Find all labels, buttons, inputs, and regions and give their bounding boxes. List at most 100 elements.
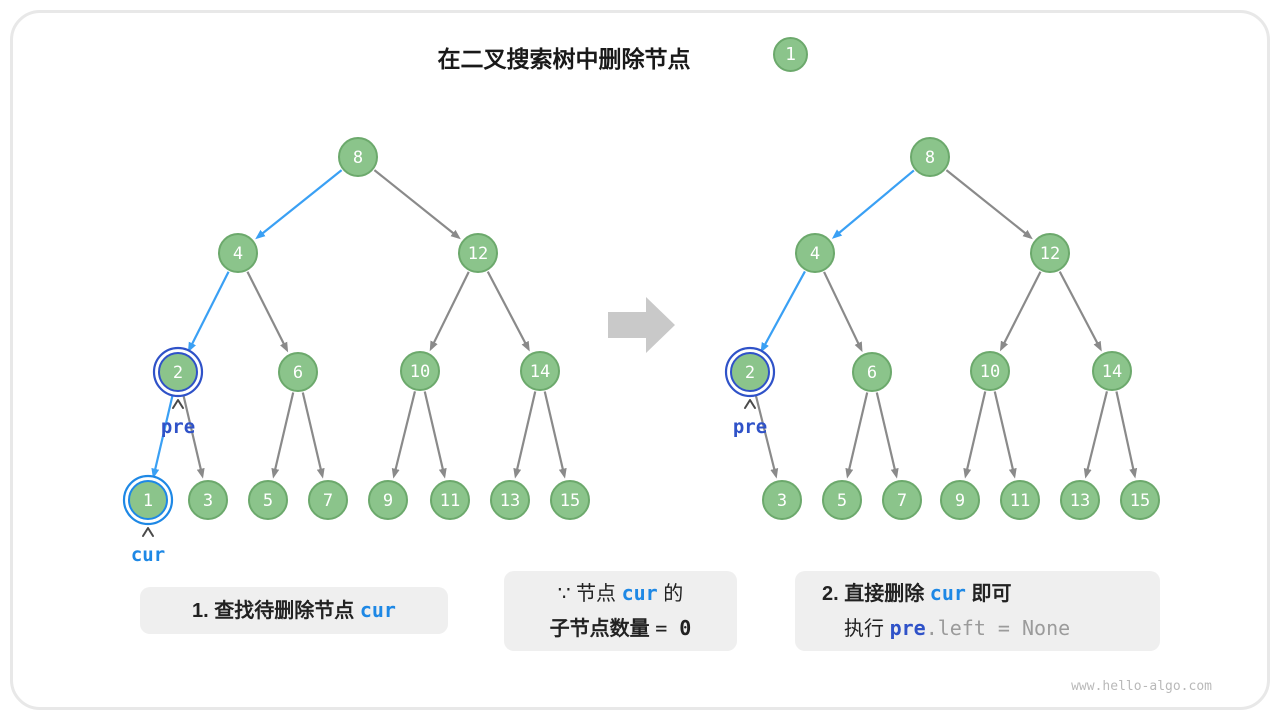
svg-text:5: 5 xyxy=(263,491,273,511)
edge-6-5 xyxy=(271,392,295,479)
svg-text:12: 12 xyxy=(1040,244,1060,264)
node-before-6: 6 xyxy=(278,352,318,392)
caption-line: ∵ 节点 cur 的 xyxy=(504,576,737,611)
pointer-label-pre: pre xyxy=(733,416,767,438)
svg-text:3: 3 xyxy=(777,491,787,511)
edge-2-3 xyxy=(181,392,205,479)
svg-text:10: 10 xyxy=(410,362,430,382)
edge-4-2 xyxy=(760,270,806,353)
svg-text:2: 2 xyxy=(745,363,755,383)
caret-icon xyxy=(744,399,756,409)
node-before-4: 4 xyxy=(218,233,258,273)
caption-box-1: 1. 查找待删除节点 cur xyxy=(140,587,448,634)
node-before-10: 10 xyxy=(400,351,440,391)
edge-2-1 xyxy=(151,392,175,479)
node-after-8: 8 xyxy=(910,137,950,177)
step-badge: 1 xyxy=(773,37,808,72)
edge-12-14 xyxy=(486,271,530,352)
caption-line: 1. 查找待删除节点 cur xyxy=(140,593,448,628)
svg-text:15: 15 xyxy=(1130,491,1150,511)
svg-text:10: 10 xyxy=(980,362,1000,382)
edge-14-13 xyxy=(513,391,537,479)
svg-text:6: 6 xyxy=(867,363,877,383)
caret-icon xyxy=(142,527,154,537)
edge-6-5 xyxy=(845,392,869,479)
svg-text:15: 15 xyxy=(560,491,580,511)
tree-after: 8 4 12 2 6 10 14 3 5 7 9 11 13 15 pre xyxy=(724,137,1160,520)
node-after-10: 10 xyxy=(970,351,1010,391)
caption-line: 执行 pre.left = None xyxy=(822,611,1160,646)
caption-text-segment: 即可 xyxy=(965,583,1012,605)
edge-8-12 xyxy=(945,169,1033,240)
svg-text:1: 1 xyxy=(143,491,153,511)
node-after-11: 11 xyxy=(1000,480,1040,520)
edge-12-14 xyxy=(1058,271,1102,352)
edge-10-11 xyxy=(993,391,1017,479)
node-after-2: 2 xyxy=(724,346,776,398)
caption-text-segment: 子节点数量 xyxy=(549,618,656,640)
caption-text-segment: = xyxy=(655,616,680,640)
edge-12-10 xyxy=(999,271,1042,352)
edge-8-4 xyxy=(255,169,343,240)
svg-text:14: 14 xyxy=(1102,362,1122,382)
edge-10-9 xyxy=(963,391,987,479)
svg-text:9: 9 xyxy=(383,491,393,511)
node-after-4: 4 xyxy=(795,233,835,273)
edge-4-6 xyxy=(246,271,289,353)
pointer-label-pre: pre xyxy=(161,416,195,438)
caption-box-2: ∵ 节点 cur 的子节点数量 = 0 xyxy=(504,571,737,651)
edge-12-10 xyxy=(429,271,470,352)
node-after-13: 13 xyxy=(1060,480,1100,520)
caption-text-segment: cur xyxy=(359,598,396,622)
svg-text:8: 8 xyxy=(353,148,363,168)
caption-box-3: 2. 直接删除 cur 即可执行 pre.left = None xyxy=(795,571,1160,651)
svg-text:11: 11 xyxy=(440,491,460,511)
caption-text-segment: 执行 xyxy=(844,618,890,640)
caption-line: 2. 直接删除 cur 即可 xyxy=(822,576,1160,611)
svg-text:7: 7 xyxy=(323,491,333,511)
node-before-5: 5 xyxy=(248,480,288,520)
node-before-7: 7 xyxy=(308,480,348,520)
caption-line: 子节点数量 = 0 xyxy=(504,611,737,646)
edge-14-15 xyxy=(1115,391,1138,479)
node-after-6: 6 xyxy=(852,352,892,392)
edge-10-9 xyxy=(391,391,417,479)
node-before-11: 11 xyxy=(430,480,470,520)
pointer-label-cur: cur xyxy=(131,544,165,566)
svg-text:14: 14 xyxy=(530,362,550,382)
svg-text:3: 3 xyxy=(203,491,213,511)
edge-8-12 xyxy=(373,169,461,240)
edge-14-13 xyxy=(1083,391,1109,479)
caption-text-segment: 的 xyxy=(657,583,684,605)
caption-text-segment: pre xyxy=(889,616,926,640)
page-title: 在二叉搜索树中删除节点 xyxy=(437,46,691,72)
svg-text:11: 11 xyxy=(1010,491,1030,511)
caption-text-segment: 1. 查找待删除节点 xyxy=(192,600,360,622)
node-before-14: 14 xyxy=(520,351,560,391)
node-before-3: 3 xyxy=(188,480,228,520)
svg-text:4: 4 xyxy=(233,244,243,264)
node-after-9: 9 xyxy=(940,480,980,520)
edge-10-11 xyxy=(423,391,447,479)
node-after-15: 15 xyxy=(1120,480,1160,520)
caption-text-segment: cur xyxy=(929,581,966,605)
svg-text:5: 5 xyxy=(837,491,847,511)
node-after-12: 12 xyxy=(1030,233,1070,273)
edge-4-2 xyxy=(187,271,230,353)
transition-arrow-icon xyxy=(608,297,675,353)
node-before-13: 13 xyxy=(490,480,530,520)
node-before-2: 2 xyxy=(152,346,204,398)
caption-text-segment: cur xyxy=(621,581,658,605)
edge-14-15 xyxy=(543,391,567,479)
watermark: www.hello-algo.com xyxy=(1071,679,1212,694)
node-after-5: 5 xyxy=(822,480,862,520)
node-after-14: 14 xyxy=(1092,351,1132,391)
svg-text:2: 2 xyxy=(173,363,183,383)
node-before-1: 1 xyxy=(122,474,174,526)
caret-icon xyxy=(172,399,184,409)
node-after-3: 3 xyxy=(762,480,802,520)
node-before-15: 15 xyxy=(550,480,590,520)
svg-text:7: 7 xyxy=(897,491,907,511)
